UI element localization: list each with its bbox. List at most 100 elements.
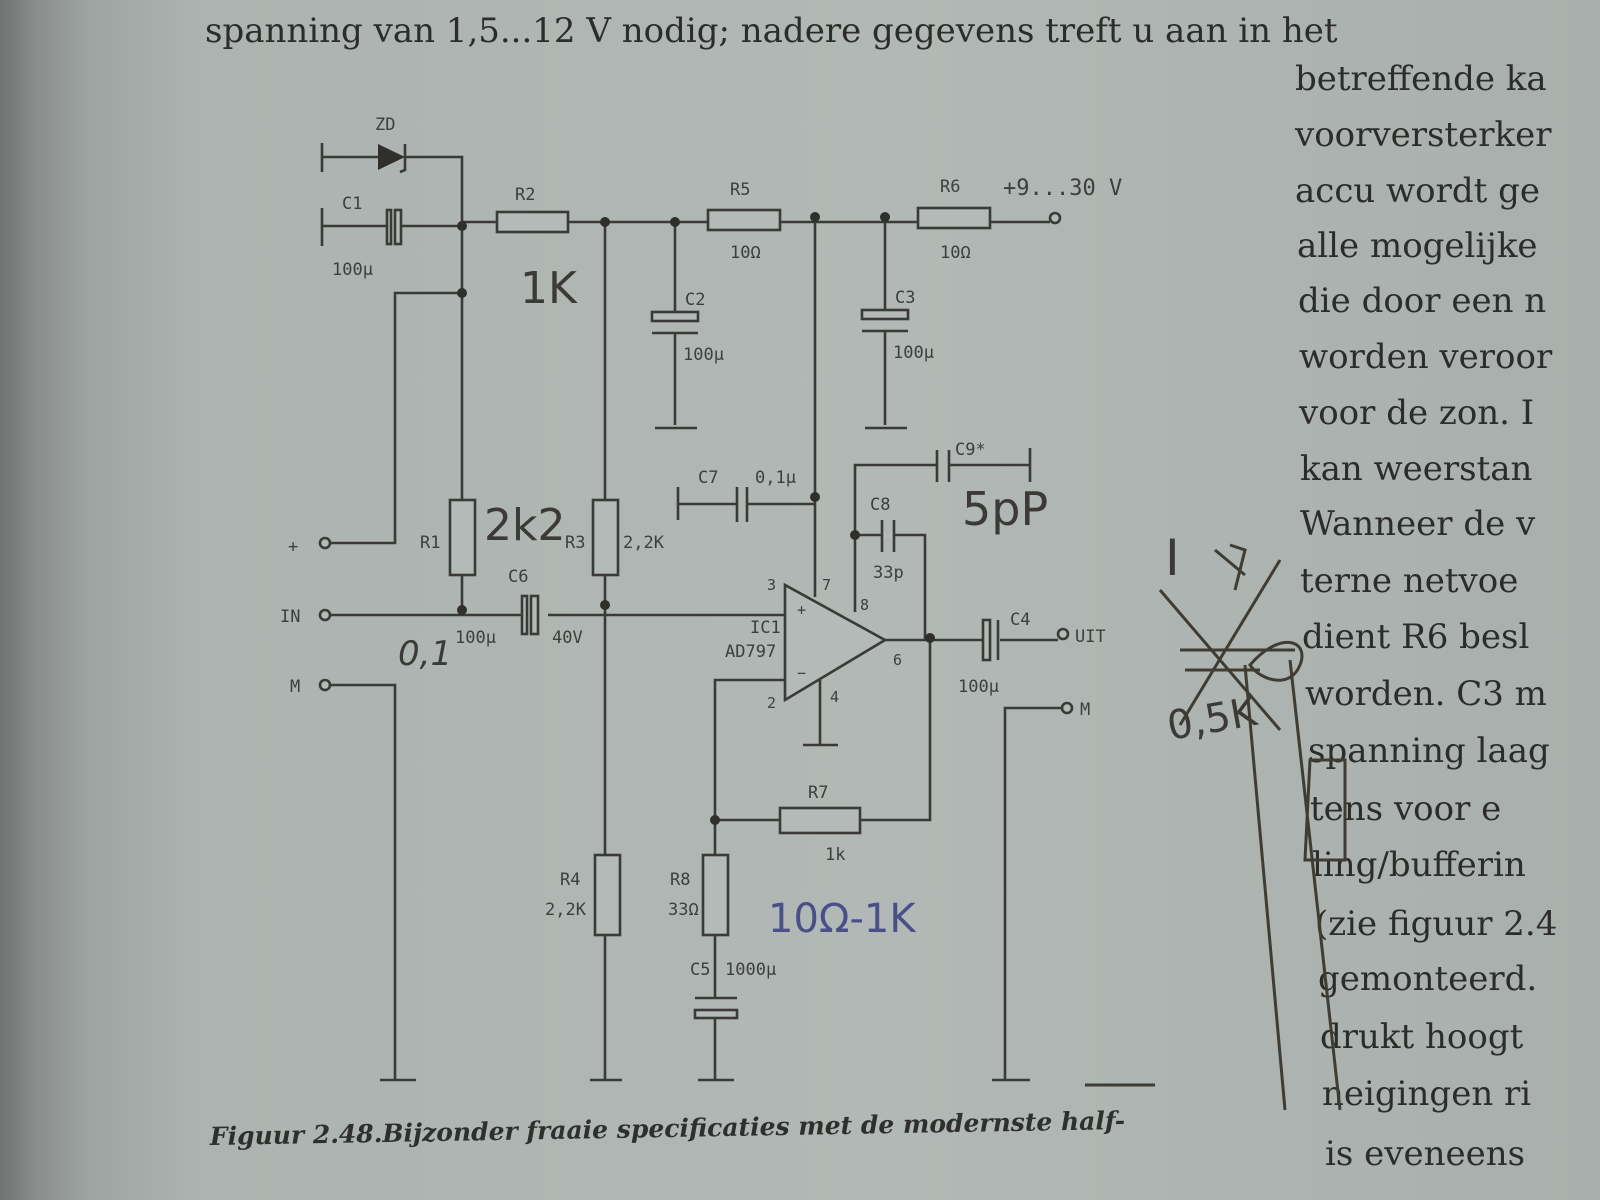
m-terminal-right[interactable]	[1060, 701, 1074, 715]
text-line: spanning laag	[1308, 731, 1550, 771]
handwritten-r8-note: 10Ω-1K	[768, 896, 917, 942]
c5-plate	[693, 1008, 739, 1020]
r6-label: R6	[940, 177, 960, 197]
zd-label: ZD	[375, 115, 395, 135]
c6-label: C6	[508, 567, 528, 587]
r3-value: 2,2K	[623, 533, 665, 553]
c1-label: C1	[342, 194, 362, 214]
opamp-minus: −	[797, 664, 806, 682]
r1-label: R1	[420, 533, 440, 553]
m-terminal-left[interactable]	[318, 678, 332, 692]
r5-value: 10Ω	[730, 243, 761, 263]
r3-label: R3	[565, 533, 585, 553]
top-text-line: spanning van 1,5...12 V nodig; nadere ge…	[205, 11, 1338, 51]
text-line: voorversterker	[1294, 115, 1552, 155]
supply-label: +9...30 V	[1003, 176, 1122, 201]
opamp-plus: +	[797, 601, 806, 619]
text-line: terne netvoe	[1300, 561, 1518, 601]
text-line: accu wordt ge	[1295, 171, 1540, 211]
c9-label: C9*	[955, 440, 986, 460]
text-line: drukt hoogt	[1320, 1017, 1524, 1057]
c5-label: C5	[690, 960, 710, 980]
r8-value: 33Ω	[668, 900, 699, 920]
text-line: die door een n	[1298, 281, 1546, 321]
c3-label: C3	[895, 288, 915, 308]
right-text-column: betreffende ka voorversterker accu wordt…	[1294, 59, 1557, 1174]
c6-voltage: 40V	[552, 628, 583, 648]
m-right-label: M	[1080, 700, 1090, 720]
text-line: ling/bufferin	[1312, 845, 1526, 885]
capacitor-c9	[935, 450, 951, 482]
text-line: betreffende ka	[1295, 59, 1547, 99]
text-line: tens voor e	[1310, 789, 1501, 829]
text-line: worden. C3 m	[1305, 674, 1547, 714]
resistor-r6	[916, 206, 992, 230]
terminals[interactable]	[318, 536, 1074, 715]
ic-type: AD797	[725, 642, 776, 662]
plus-terminal[interactable]	[318, 536, 332, 550]
pin-3: 3	[767, 576, 776, 594]
text-line: is eveneens	[1325, 1134, 1525, 1174]
c1-plate	[385, 208, 393, 246]
c4-label: C4	[1010, 610, 1030, 630]
pin-2: 2	[767, 694, 776, 712]
text-line: worden veroor	[1299, 337, 1553, 377]
zener-cathode	[399, 144, 407, 174]
junction-dots	[457, 212, 935, 825]
handwritten-c9-note: 5pP	[962, 482, 1048, 536]
in-terminal[interactable]	[318, 608, 332, 622]
r8-label: R8	[670, 870, 690, 890]
c1-plate	[393, 208, 403, 246]
r7-value: 1k	[825, 845, 845, 865]
c2-value: 100µ	[683, 345, 724, 365]
opamp-ic1	[783, 582, 888, 703]
r4-value: 2,2K	[545, 900, 587, 920]
c6-value: 100µ	[455, 628, 496, 648]
wires	[320, 143, 1062, 1082]
capacitor-c7	[735, 487, 749, 522]
figure-caption: Figuur 2.48.Bijzonder fraaie specificati…	[209, 1106, 1126, 1151]
c8-label: C8	[870, 495, 890, 515]
capacitor-c2	[650, 310, 700, 323]
c3-value: 100µ	[893, 343, 934, 363]
handwritten-r1-note: 2k2	[484, 500, 565, 551]
resistor-r1	[448, 498, 477, 577]
r7-label: R7	[808, 783, 828, 803]
pin-6: 6	[893, 651, 902, 669]
capacitor-c8	[880, 520, 896, 552]
ic-label: IC1	[750, 618, 781, 638]
handwritten-c6-note: 0,1	[398, 634, 452, 674]
supply-terminal[interactable]	[1048, 211, 1062, 225]
resistor-r7	[778, 806, 862, 835]
c1-value: 100µ	[332, 260, 373, 280]
text-line: (zie figuur 2.4	[1315, 904, 1557, 944]
text-line: neigingen ri	[1322, 1074, 1531, 1114]
pin-8: 8	[860, 596, 869, 614]
handwritten-i-note: I	[1165, 529, 1180, 587]
capacitor-c4	[981, 618, 992, 662]
resistor-r3	[591, 498, 620, 577]
resistor-r4	[593, 853, 622, 937]
text-line: voor de zon. I	[1298, 393, 1534, 433]
capacitor-c6-plate	[529, 594, 540, 636]
r2-label: R2	[515, 185, 535, 205]
uit-terminal[interactable]	[1056, 627, 1070, 641]
handwritten-r2-note: 1K	[520, 263, 578, 314]
plus-label: +	[288, 537, 298, 557]
pin-4: 4	[830, 688, 839, 706]
text-line: kan weerstan	[1300, 449, 1532, 489]
text-line: gemonteerd.	[1318, 959, 1537, 999]
c5-value: 1000µ	[725, 960, 776, 980]
r4-label: R4	[560, 870, 580, 890]
in-label: IN	[280, 607, 300, 627]
c7-value: 0,1µ	[755, 468, 796, 488]
text-line: Wanneer de v	[1300, 504, 1536, 544]
capacitor-c6	[520, 594, 529, 636]
uit-label: UIT	[1075, 627, 1106, 647]
r5-label: R5	[730, 180, 750, 200]
capacitor-c3	[860, 308, 910, 321]
resistor-r8	[701, 853, 730, 937]
resistor-r2	[495, 210, 570, 234]
